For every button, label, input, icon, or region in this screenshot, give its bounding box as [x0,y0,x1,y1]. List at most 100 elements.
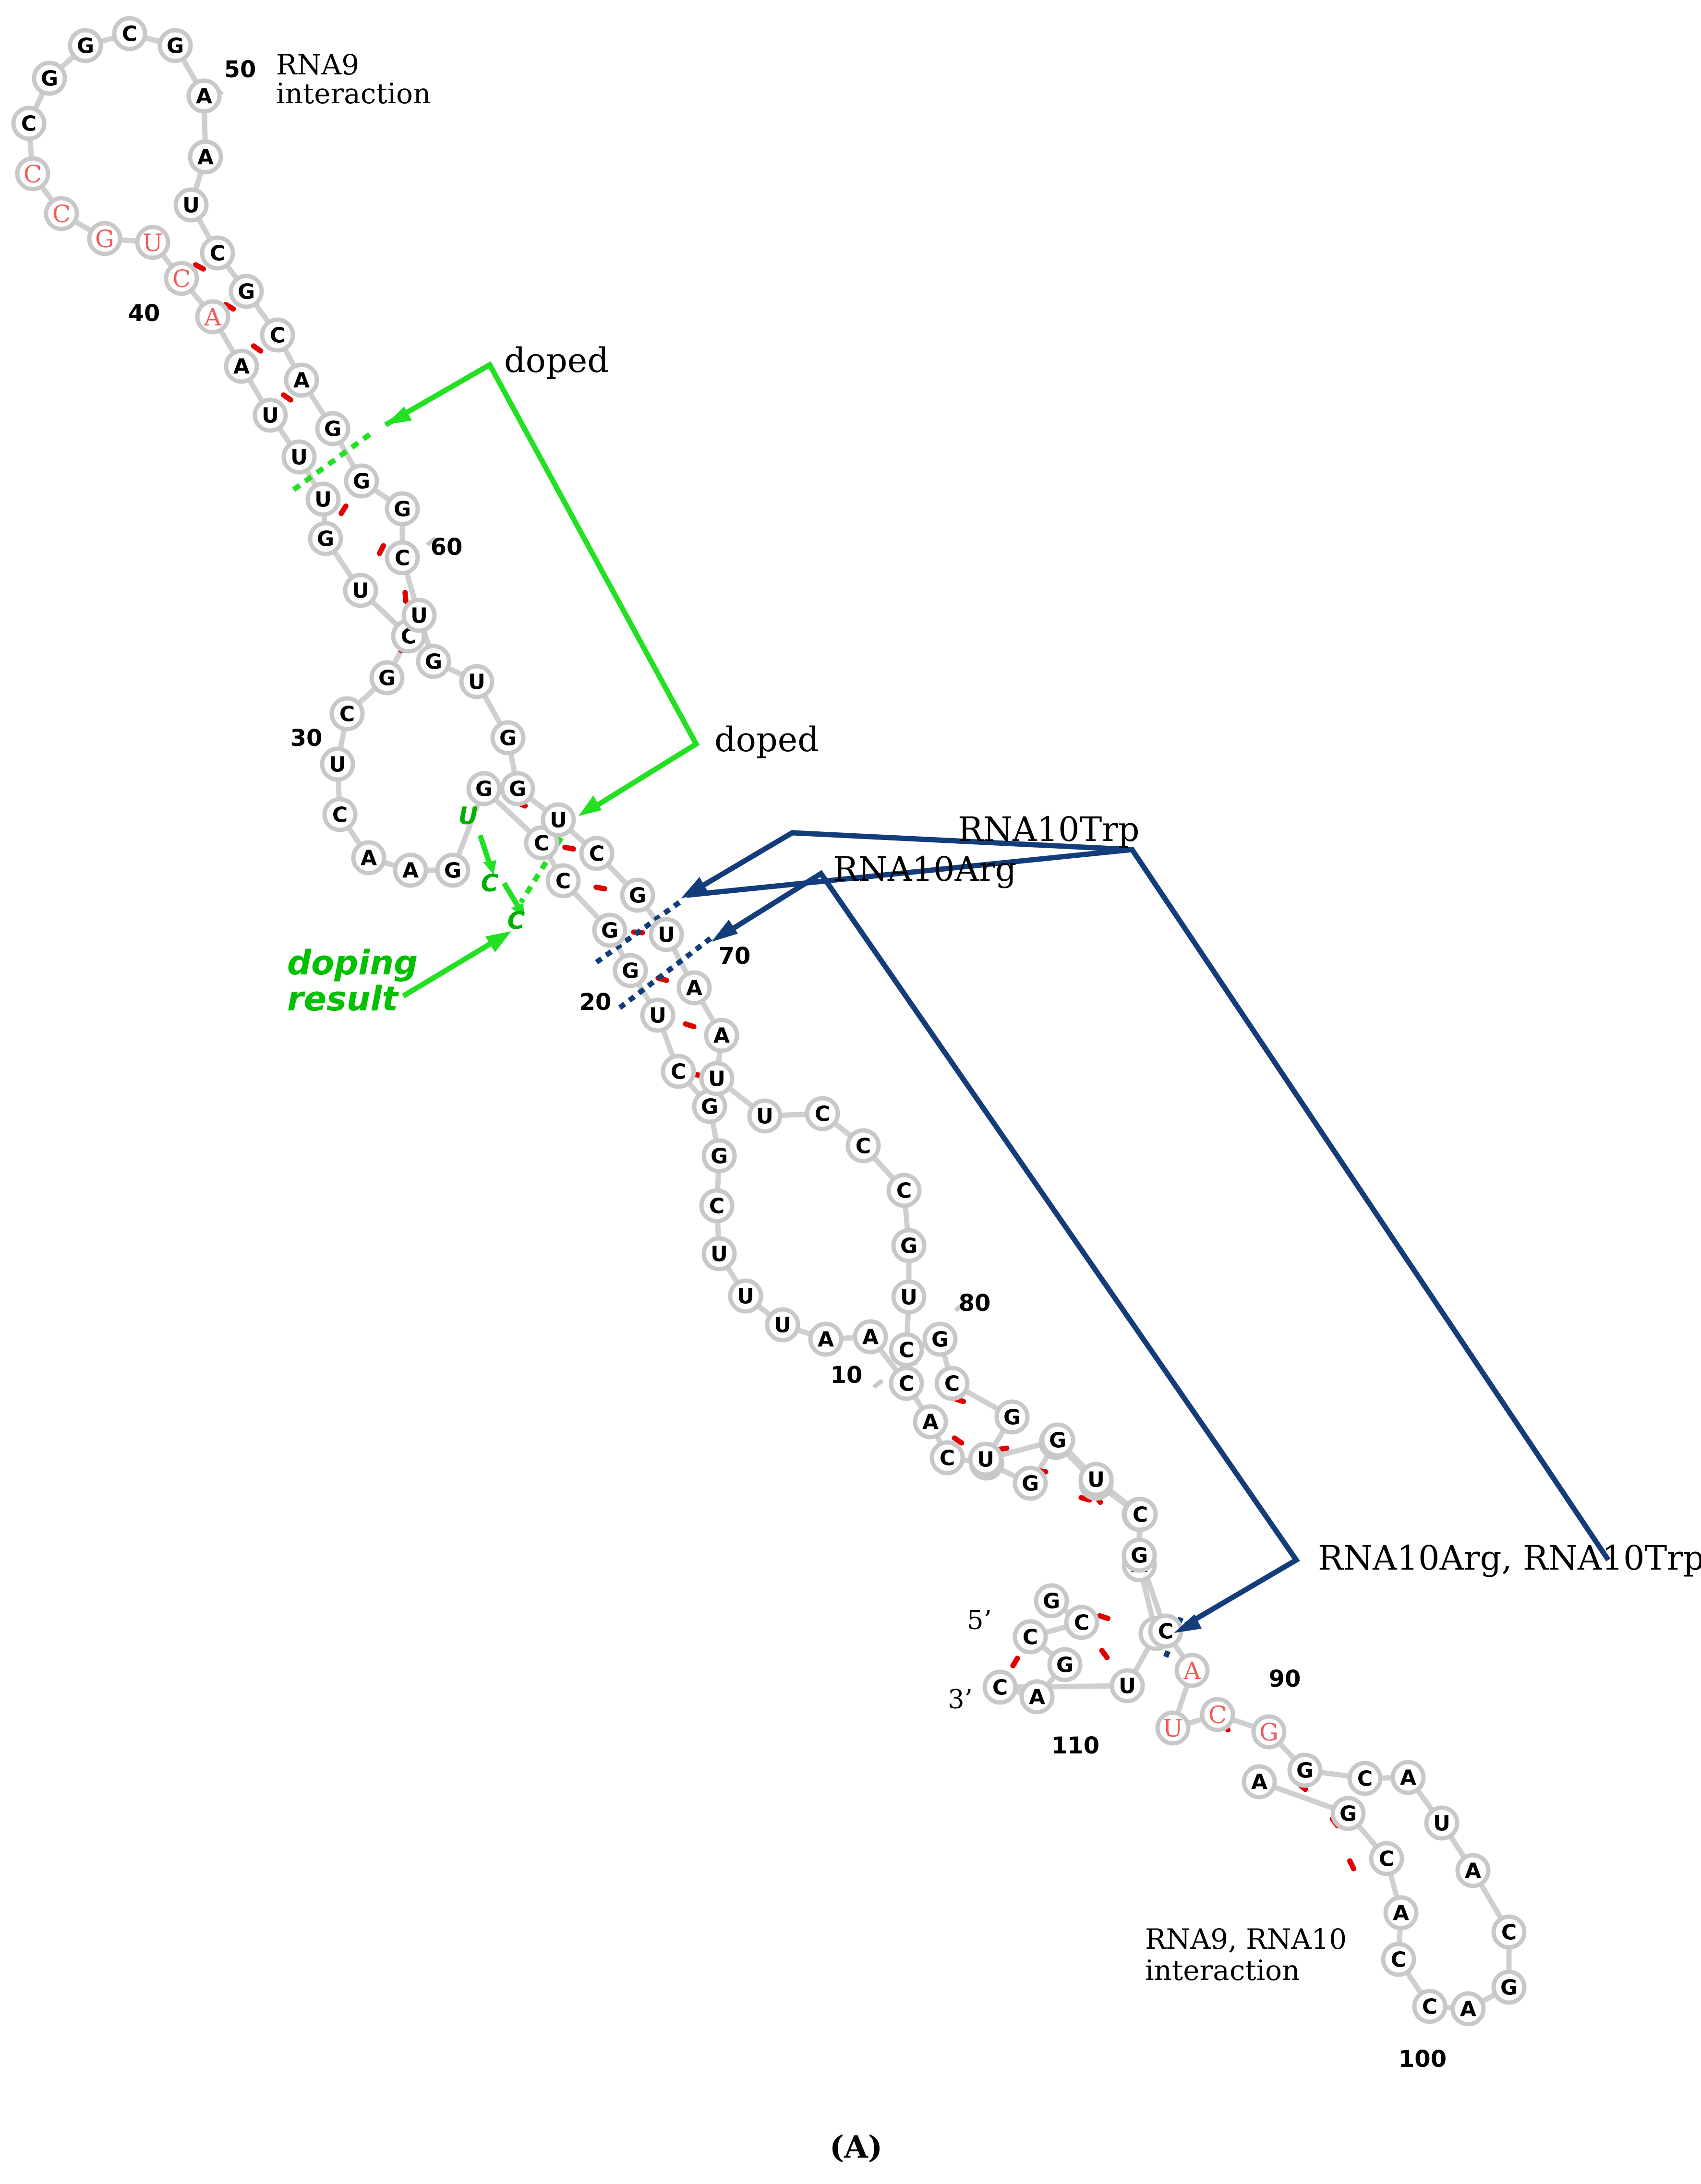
nucleotide-ring [260,317,295,353]
nucleotide-96: C [1148,1613,1183,1649]
nucleotide-letter: G [167,34,184,59]
doping-sub-u: U [458,802,478,830]
nucleotide-letter: C [589,842,604,866]
base-pair-16-91 [952,1435,965,1446]
nucleotide-89: C [934,1366,970,1401]
nucleotide-76: G [620,877,655,913]
nucleotide-23: C [699,1188,735,1224]
base-pair-27-79 [683,1021,697,1030]
nucleotide-77: U [649,917,684,952]
nucleotide-letter: C [899,1338,914,1363]
nucleotide-62: G [229,274,264,309]
nucleotide-letter: U [290,445,308,470]
nucleotide-86: U [891,1279,927,1315]
nucleotide-ring [699,1061,735,1096]
nucleotide-ring [195,299,230,335]
nucleotide-79: A [704,1018,739,1053]
nucleotide-ring [1412,1989,1448,2024]
nucleotide-letter: A [1460,1997,1476,2022]
nucleotide-letter: G [41,67,58,91]
base-pair-13-94 [1078,1495,1092,1503]
nucleotide-letter: G [77,34,94,59]
nucleotide-66: G [344,463,379,499]
doping-result-label-line1: doping [287,943,418,983]
nucleotide-ring [765,1307,800,1343]
nucleotide-letter: U [550,808,567,833]
nucleotide-ring [808,1321,844,1357]
nucleotide-24: G [701,1138,737,1174]
nucleotide-letter: G [394,497,411,522]
nucleotide-ring [401,598,437,633]
nucleotide-91: U [968,1441,1003,1477]
rna10-cut-line-a [591,900,681,967]
nucleotide-letter: C [709,1194,724,1219]
nucleotide-letter: C [992,1676,1008,1700]
nucleotide-letter: C [1158,1620,1173,1644]
nucleotide-ring [922,1321,958,1357]
nucleotide-letter: U [774,1313,791,1338]
nucleotide-71: U [459,664,495,699]
nucleotide-letter: C [395,546,410,571]
nucleotide-101: G [1287,1752,1323,1788]
nucleotide-letter: U [1433,1812,1450,1836]
nucleotide-ring [343,573,378,608]
base-pair-42-66 [338,503,349,516]
nucleotide-letter: G [475,777,493,802]
nucleotide-ring [15,156,50,192]
nucleotide-letter: U [711,1242,728,1267]
nucleotide-ring [500,771,535,806]
nucleotide-letter: C [1379,1847,1394,1872]
nucleotide-ring [281,439,317,475]
nucleotide-ring [1155,1710,1191,1746]
nucleotide-109: C [1412,1989,1448,2024]
nucleotide-ring [592,912,627,948]
doping-substitutions: U C C [458,802,525,935]
nucleotide-46: A [224,348,259,384]
nucleotide-letter: U [314,488,332,512]
nucleotide-ring [747,1098,783,1134]
nucleotide-ring [344,463,379,499]
nucleotide-32: G [466,771,502,806]
position-label-30: 30 [290,725,323,752]
nucleotide-50: G [87,221,122,256]
base-pair-1-8 [1097,1613,1111,1621]
nucleotide-ring [284,362,319,398]
nucleotide-ring [385,540,420,576]
nucleotide-16: A [913,1404,948,1440]
nucleotide-ring [1047,1647,1083,1682]
nucleotide-letter: C [1501,1920,1517,1945]
nucleotide-letter: C [1133,1503,1148,1527]
nucleotide-ring [701,1236,737,1272]
rna10arg-arrowhead [712,920,738,942]
nucleotide-104: U [1424,1805,1460,1841]
nucleotide-36: C [322,797,358,832]
nucleotide-letter: G [425,650,442,674]
nucleotide-letter: A [196,84,212,109]
nucleotide-letter: G [1500,1976,1518,2000]
nucleotide-ring [891,1228,927,1263]
nucleotide-90: G [994,1399,1030,1435]
backbone-layer [26,31,1512,2012]
nucleotide-ring [913,1404,948,1440]
nucleotide-ring [853,1319,888,1355]
doped-mid-label: doped [714,720,819,759]
rna10trp-arrowhead [681,877,708,899]
number-tick-80 [954,1302,965,1312]
nucleotide-letter: A [197,145,214,170]
nucleotide-letter: C [1023,1625,1038,1650]
nucleotide-letter: G [1339,1802,1357,1826]
nucleotide-ring [889,1366,924,1401]
nucleotide-ring [1251,1714,1287,1750]
nucleotide-ring [459,664,495,699]
nucleotide-41: U [343,573,378,608]
nucleotide-108: A [1450,1991,1486,2027]
nucleotide-51: C [44,196,79,231]
position-label-90: 90 [1269,1666,1301,1692]
nucleotide-ring [1122,1537,1157,1573]
position-label-50: 50 [224,56,256,83]
nucleotide-27: U [640,997,676,1033]
nucleotide-letter: G [444,859,461,883]
base-pair-3-6 [1010,1656,1020,1668]
nucleotide-85: G [891,1228,927,1263]
nucleotide-letter: C [1422,1995,1437,2019]
